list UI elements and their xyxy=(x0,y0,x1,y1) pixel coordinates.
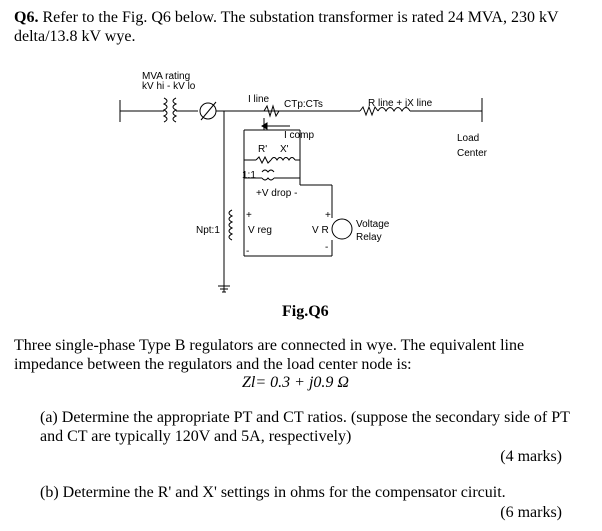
minus-right-label: - xyxy=(325,242,329,253)
iso-coil-1 xyxy=(261,169,275,173)
x-prime-inductor xyxy=(270,157,296,161)
question-number: Q6. xyxy=(14,9,39,26)
circuit-diagram: MVA rating kV hi - kV lo I line CTp:CTs … xyxy=(0,60,602,300)
voltage-label: Voltage xyxy=(356,219,390,230)
center-label: Center xyxy=(457,148,488,159)
ratio-1-1-label: 1:1 xyxy=(242,170,256,181)
kv-hi-lo-label: kV hi - kV lo xyxy=(142,81,196,92)
x-line-inductor xyxy=(377,107,411,113)
circuit-svg xyxy=(119,97,483,293)
relay-label: Relay xyxy=(356,232,382,243)
i-comp-label: I comp xyxy=(284,130,315,141)
load-label: Load xyxy=(457,133,480,144)
v-reg-label: V reg xyxy=(248,225,272,236)
r-prime-resistor xyxy=(255,155,272,165)
question-heading: Q6. Refer to the Fig. Q6 below. The subs… xyxy=(14,8,594,46)
part-a-text: (a) Determine the appropriate PT and CT … xyxy=(40,409,570,445)
iso-coil-2 xyxy=(261,177,275,181)
icomp-arrow-head xyxy=(261,122,268,130)
regulator-slash xyxy=(200,101,217,121)
r-prime-label: R' xyxy=(258,144,268,155)
r-line-resistor xyxy=(359,105,379,117)
voltage-relay-circle xyxy=(331,218,353,240)
v-drop-label: +V drop - xyxy=(256,188,298,199)
npt-label: Npt:1 xyxy=(196,225,220,236)
r-line-jx-label: R line + jX line xyxy=(368,98,433,109)
part-b-text: (b) Determine the R' and X' settings in … xyxy=(40,484,506,501)
question-intro-line2: delta/13.8 kV wye. xyxy=(14,28,136,45)
impedance-formula: Zl= 0.3 + j0.9 Ω xyxy=(242,374,349,391)
figure-caption: Fig.Q6 xyxy=(282,303,329,320)
x-prime-label: X' xyxy=(280,144,289,155)
part-a-marks: (4 marks) xyxy=(500,448,562,465)
plus-right-label: + xyxy=(325,210,331,221)
plus-left-label: + xyxy=(246,210,252,221)
minus-left-label: - xyxy=(246,246,250,257)
transformer-symbol xyxy=(162,97,178,123)
pt-coil xyxy=(228,209,234,241)
mva-rating-label: MVA rating xyxy=(142,71,191,82)
ctp-cts-label: CTp:CTs xyxy=(284,99,323,110)
ct-zigzag xyxy=(263,104,280,118)
body-paragraph: Three single-phase Type B regulators are… xyxy=(14,337,525,373)
part-b-marks: (6 marks) xyxy=(500,504,562,521)
question-intro-line1: Refer to the Fig. Q6 below. The substati… xyxy=(42,9,559,26)
i-line-label: I line xyxy=(248,94,270,105)
vr-label: V R xyxy=(312,225,329,236)
